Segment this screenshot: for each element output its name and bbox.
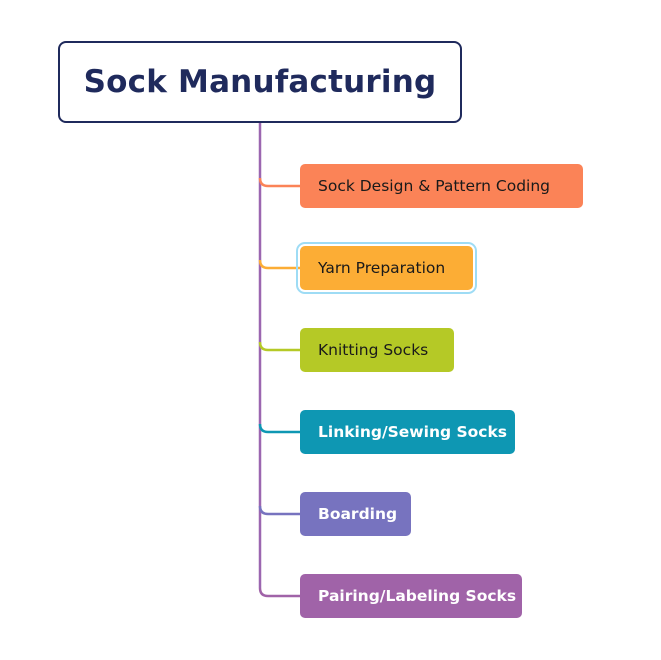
subtopic-label: Sock Design & Pattern Coding [318, 177, 551, 195]
branch-connector [258, 259, 300, 270]
subtopic-label: Boarding [318, 505, 398, 523]
subtopic-boarding[interactable]: Boarding [300, 492, 411, 536]
subtopic-label: Knitting Socks [318, 341, 429, 359]
subtopic-pairing-labeling-socks[interactable]: Pairing/Labeling Socks [300, 574, 522, 618]
subtopic-label: Linking/Sewing Socks [318, 423, 508, 441]
branch-connector [258, 587, 300, 598]
root-topic-title: Sock Manufacturing [83, 64, 437, 100]
branch-connector [258, 341, 300, 352]
branch-connector [258, 177, 300, 188]
branch-connector [258, 505, 300, 516]
subtopic-yarn-preparation[interactable]: Yarn Preparation [296, 242, 477, 294]
subtopic-knitting-socks[interactable]: Knitting Socks [300, 328, 454, 372]
subtopic-sock-design[interactable]: Sock Design & Pattern Coding [300, 164, 583, 208]
subtopic-label: Pairing/Labeling Socks [318, 587, 517, 605]
subtopic-label: Yarn Preparation [318, 259, 446, 277]
root-topic[interactable]: Sock Manufacturing [58, 41, 462, 123]
subtopic-linking-sewing-socks[interactable]: Linking/Sewing Socks [300, 410, 515, 454]
branch-connector [258, 423, 300, 434]
